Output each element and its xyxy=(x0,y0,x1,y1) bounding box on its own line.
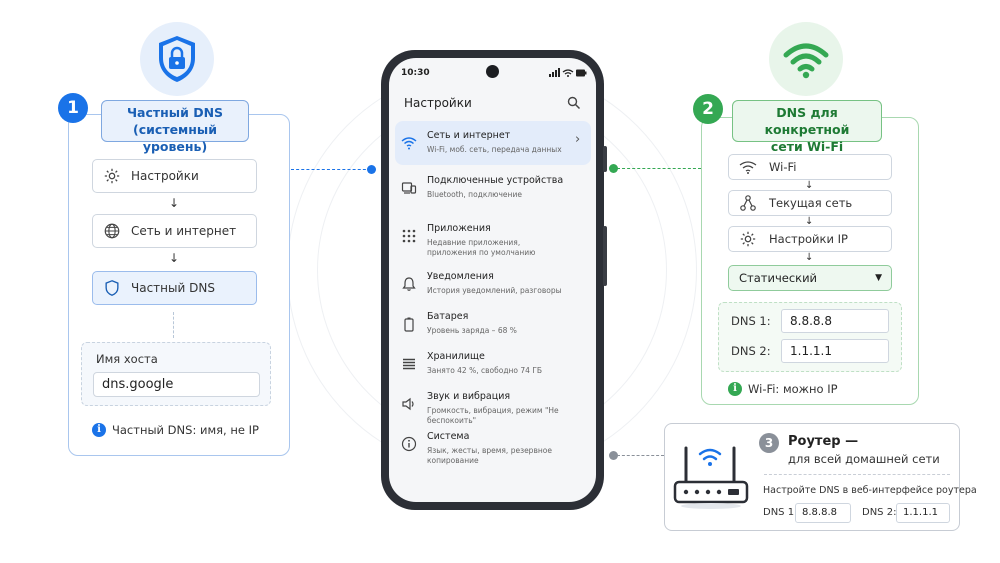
dashed-connector xyxy=(173,312,174,338)
step-badge-2: 2 xyxy=(693,94,723,124)
menu-item-system[interactable]: Система Язык, жесты, время, резервное ко… xyxy=(395,422,591,466)
dns1-input[interactable]: 8.8.8.8 xyxy=(781,309,889,333)
gear-icon xyxy=(740,231,756,247)
router-dns1-label: DNS 1: xyxy=(763,507,798,518)
connector-left xyxy=(291,169,371,170)
menu-item-notifications[interactable]: Уведомления История уведомлений, разгово… xyxy=(395,262,591,306)
menu-item-sound[interactable]: Звук и вибрация Громкость, вибрация, реж… xyxy=(395,382,591,426)
phone-side-button xyxy=(603,226,607,286)
router-title-line2: для всей домашней сети xyxy=(788,452,940,466)
dropdown-caret-icon: ▼ xyxy=(875,273,882,283)
info-icon: i xyxy=(728,382,742,396)
network-nodes-icon xyxy=(740,195,756,211)
router-icon xyxy=(673,446,749,509)
dns2-input[interactable]: 1.1.1.1 xyxy=(781,339,889,363)
hostname-input[interactable]: dns.google xyxy=(93,372,260,397)
arrow-down: ↓ xyxy=(169,196,180,210)
step-wifi[interactable]: Wi-Fi xyxy=(728,154,892,180)
camera-punch-hole xyxy=(486,65,499,78)
connector-router xyxy=(617,455,664,456)
wifi-icon xyxy=(401,137,417,150)
apps-grid-icon xyxy=(402,229,416,243)
step-current-network[interactable]: Текущая сеть xyxy=(728,190,892,216)
router-dns2-input[interactable]: 1.1.1.1 xyxy=(896,503,950,523)
settings-header-title: Настройки xyxy=(404,96,472,110)
dns2-label: DNS 2: xyxy=(731,344,771,358)
shield-lock-icon xyxy=(159,36,195,82)
menu-item-apps[interactable]: Приложения Недавние приложения, приложен… xyxy=(395,214,591,258)
router-divider xyxy=(764,474,950,475)
status-icons xyxy=(549,68,587,77)
menu-item-storage[interactable]: Хранилище Занято 42 %, свободно 74 ГБ xyxy=(395,342,591,386)
wifi-badge xyxy=(769,22,843,96)
phone-side-button xyxy=(603,146,607,172)
dns1-label: DNS 1: xyxy=(731,314,771,328)
battery-icon xyxy=(404,317,414,332)
connector-dot-router xyxy=(609,451,618,460)
info-icon: i xyxy=(92,423,106,437)
search-icon[interactable] xyxy=(567,96,581,110)
router-title-line1: Роутер — xyxy=(788,434,859,449)
chevron-right-icon: › xyxy=(575,132,581,147)
shield-lock-badge xyxy=(140,22,214,96)
menu-item-battery[interactable]: Батарея Уровень заряда – 68 % xyxy=(395,302,591,346)
arrow-down: ↓ xyxy=(805,252,814,263)
private-dns-note: Частный DNS: имя, не IP xyxy=(112,423,259,437)
step-ip-settings[interactable]: Настройки IP xyxy=(728,226,892,252)
connector-right xyxy=(617,168,701,169)
wifi-icon xyxy=(783,43,829,79)
step-badge-3: 3 xyxy=(759,433,779,453)
wifi-dns-title: DNS для конкретной сети Wi-Fi xyxy=(732,100,882,154)
step-badge-1: 1 xyxy=(58,93,88,123)
wifi-dns-note: Wi-Fi: можно IP xyxy=(748,382,838,396)
shield-icon xyxy=(105,280,119,296)
storage-icon xyxy=(403,358,415,370)
arrow-down: ↓ xyxy=(805,180,814,191)
hostname-label: Имя хоста xyxy=(96,352,158,366)
ip-mode-select[interactable]: Статический ▼ xyxy=(728,265,892,291)
router-dns1-input[interactable]: 8.8.8.8 xyxy=(795,503,851,523)
bell-icon xyxy=(402,277,416,291)
gear-icon xyxy=(104,168,120,184)
speaker-icon xyxy=(402,397,414,411)
globe-icon xyxy=(104,223,120,239)
connector-dot-left xyxy=(367,165,376,174)
menu-item-devices[interactable]: Подключенные устройства Bluetooth, подкл… xyxy=(395,166,591,210)
status-time: 10:30 xyxy=(401,68,430,78)
step-network[interactable]: Сеть и интернет xyxy=(92,214,257,248)
private-dns-title: Частный DNS (системный уровень) xyxy=(101,100,249,154)
phone-screen: 10:30 Настройки Сеть и интернет Wi-Fi, м… xyxy=(389,58,596,502)
step-settings[interactable]: Настройки xyxy=(92,159,257,193)
menu-item-network[interactable]: Сеть и интернет Wi-Fi, моб. сеть, переда… xyxy=(395,121,591,165)
step-private-dns[interactable]: Частный DNS xyxy=(92,271,257,305)
router-dns2-label: DNS 2: xyxy=(862,507,897,518)
devices-icon xyxy=(401,182,417,194)
wifi-icon xyxy=(739,161,757,174)
connector-dot-right xyxy=(609,164,618,173)
arrow-down: ↓ xyxy=(169,251,180,265)
info-icon xyxy=(401,436,417,452)
router-instruction: Настройте DNS в веб-интерфейсе роутера xyxy=(763,485,977,496)
arrow-down: ↓ xyxy=(805,216,814,227)
